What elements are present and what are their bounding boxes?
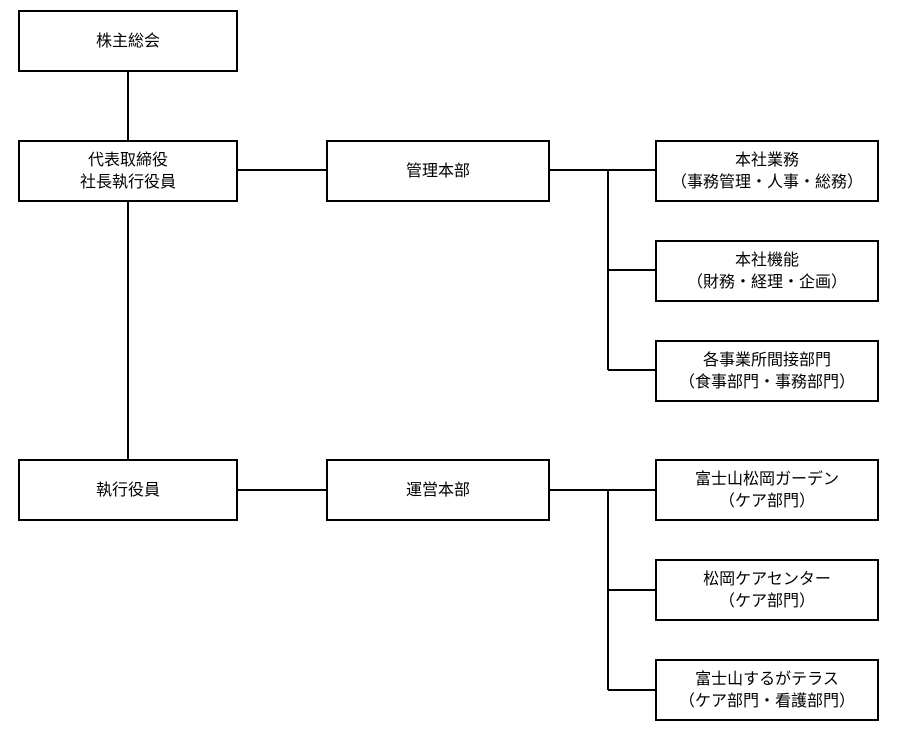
node-shareholders: 株主総会 [18, 10, 238, 72]
node-sublabel: （ケア部門・看護部門） [678, 691, 855, 710]
node-label: 富士山松岡ガーデン [694, 469, 839, 488]
node-label: 執行役員 [95, 480, 160, 499]
node-label: 管理本部 [405, 161, 470, 180]
node-sublabel: （ケア部門） [718, 491, 815, 510]
node-executive: 執行役員 [18, 459, 238, 521]
node-sublabel: （ケア部門） [718, 591, 815, 610]
node-sublabel: （食事部門・事務部門） [678, 372, 855, 391]
node-ops-hq: 運営本部 [326, 459, 550, 521]
node-label: 本社業務 [734, 150, 799, 169]
node-fuji-terrace: 富士山するがテラス （ケア部門・看護部門） [655, 659, 879, 721]
node-label: 株主総会 [95, 31, 160, 50]
node-ceo: 代表取締役 社長執行役員 [18, 140, 238, 202]
node-sublabel: （財務・経理・企画） [686, 272, 847, 291]
node-label: 各事業所間接部門 [702, 350, 831, 369]
node-matsuoka-center: 松岡ケアセンター （ケア部門） [655, 559, 879, 621]
node-indirect-depts: 各事業所間接部門 （食事部門・事務部門） [655, 340, 879, 402]
node-admin-hq: 管理本部 [326, 140, 550, 202]
node-sublabel: 社長執行役員 [79, 172, 176, 191]
node-label: 代表取締役 [87, 150, 168, 169]
node-fuji-garden: 富士山松岡ガーデン （ケア部門） [655, 459, 879, 521]
node-label: 松岡ケアセンター [703, 569, 831, 588]
node-hq-functions: 本社機能 （財務・経理・企画） [655, 240, 879, 302]
node-sublabel: （事務管理・人事・総務） [670, 172, 863, 191]
node-label: 運営本部 [405, 480, 470, 499]
node-hq-affairs: 本社業務 （事務管理・人事・総務） [655, 140, 879, 202]
node-label: 本社機能 [734, 250, 799, 269]
node-label: 富士山するがテラス [695, 669, 839, 688]
